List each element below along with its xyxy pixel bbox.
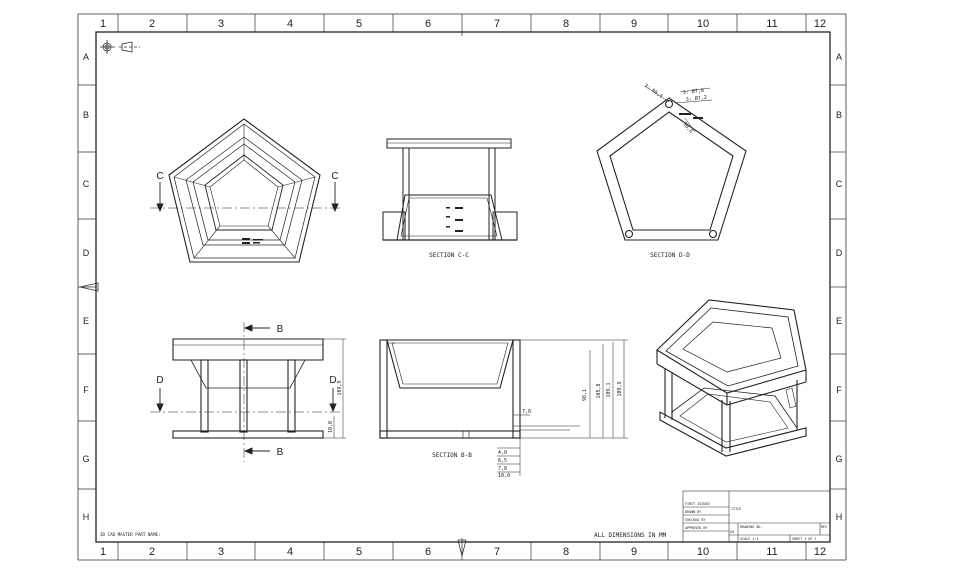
- row-label-g-right: G: [835, 454, 842, 464]
- col-label-5: 5: [356, 18, 362, 30]
- title-block: [682, 490, 831, 543]
- column-dividers: [78, 14, 846, 560]
- col-label-7-bottom: 7: [494, 546, 500, 558]
- row-label-e-right: E: [836, 316, 842, 326]
- tb-checked-by: CHECKED BY: [685, 518, 705, 522]
- column-labels-bottom: 1 2 3 4 5 6 7 8 9 10 11 12: [100, 546, 826, 558]
- dim-7-8: 7,8: [498, 466, 507, 472]
- row-label-b: B: [83, 110, 89, 120]
- tb-scale-label: SCALE 1:1: [740, 537, 758, 541]
- row-label-h: H: [83, 512, 90, 522]
- top-view: [150, 118, 342, 263]
- col-label-8: 8: [563, 18, 569, 30]
- col-label-1-bottom: 1: [100, 546, 106, 558]
- title-block-text: FIRST ISSUED DRAWN BY CHECKED BY APPROVE…: [685, 502, 827, 541]
- dim-r6-4: 3: R6,4: [643, 83, 664, 100]
- tb-first-issued: FIRST ISSUED: [685, 502, 710, 506]
- col-label-1: 1: [100, 18, 106, 30]
- section-cut-b-marks: [243, 324, 270, 455]
- dim-10-0-front: 10,0: [328, 421, 334, 433]
- section-cc-title: SECTION C-C: [429, 252, 469, 259]
- col-label-4: 4: [287, 18, 293, 30]
- tb-title-label: TITLE: [731, 507, 741, 511]
- label-glyphs-section-cc: [446, 207, 463, 232]
- section-bb-view: [379, 339, 628, 476]
- dim-6-5: 6,5: [498, 458, 507, 464]
- col-label-3-bottom: 3: [218, 546, 224, 558]
- outer-frame: [77, 13, 847, 561]
- cut-label-b-top: B: [277, 324, 284, 335]
- centering-mark-bottom: [457, 539, 467, 557]
- tb-approved-by: APPROVED BY: [685, 526, 707, 530]
- col-label-4-bottom: 4: [287, 546, 293, 558]
- front-view: [150, 322, 346, 462]
- row-label-f: F: [83, 385, 89, 395]
- row-label-c-right: C: [836, 179, 843, 189]
- row-labels-left: A B C D E F G H: [82, 52, 89, 522]
- col-label-6: 6: [425, 18, 431, 30]
- col-label-9-bottom: 9: [631, 546, 637, 558]
- row-label-a: A: [83, 52, 89, 62]
- col-label-6-bottom: 6: [425, 546, 431, 558]
- tb-sheet-label: SHEET 1 OF 1: [792, 537, 817, 541]
- row-label-c: C: [83, 179, 90, 189]
- col-label-7: 7: [494, 18, 500, 30]
- projection-symbol-icon: [100, 40, 140, 54]
- dim-dia-7-0: 3: Ø7,0: [682, 87, 704, 96]
- centering-mark-left: [79, 282, 99, 292]
- column-labels-top: 1 2 3 4 5 6 7 8 9 10 11 12: [100, 18, 826, 30]
- dim-109-9-front: 109,9: [337, 380, 343, 395]
- col-label-8-bottom: 8: [563, 546, 569, 558]
- row-label-b-right: B: [836, 110, 842, 120]
- row-labels-right: A B C D E F G H: [835, 52, 842, 522]
- section-cc-view: [382, 138, 518, 241]
- cut-label-b-bottom: B: [277, 447, 284, 458]
- col-label-11-bottom: 11: [766, 546, 777, 558]
- col-label-9: 9: [631, 18, 637, 30]
- cut-label-c-right: C: [331, 171, 338, 182]
- col-label-12: 12: [814, 18, 826, 30]
- part-name-label: 3D CAD MASTER PART NAME:: [100, 532, 161, 537]
- col-label-10: 10: [697, 18, 709, 30]
- dim-dia-7-2: 3: Ø7,2: [685, 94, 707, 103]
- dim-4-0: 4,0: [498, 450, 507, 456]
- col-label-5-bottom: 5: [356, 546, 362, 558]
- tb-rev-label: REV: [821, 525, 827, 529]
- row-label-g: G: [82, 454, 89, 464]
- isometric-view: [656, 299, 807, 457]
- col-label-11: 11: [766, 18, 777, 30]
- dim-109-9-section: 109,9: [617, 381, 623, 396]
- tb-drawing-no-label: DRAWING NO.: [740, 525, 762, 529]
- row-label-f-right: F: [836, 385, 842, 395]
- dim-109-1: 109,1: [606, 382, 612, 397]
- col-label-2: 2: [149, 18, 155, 30]
- section-dd-title: SECTION D-D: [650, 252, 690, 259]
- row-label-e: E: [83, 316, 89, 326]
- col-label-2-bottom: 2: [149, 546, 155, 558]
- label-glyphs-top: [242, 238, 263, 244]
- section-dd-view: [596, 85, 747, 241]
- dim-105-8: 105,8: [596, 383, 602, 398]
- row-label-d-right: D: [836, 248, 843, 258]
- col-label-12-bottom: 12: [814, 546, 826, 558]
- col-label-10-bottom: 10: [697, 546, 709, 558]
- tb-drawn-by: DRAWN BY: [685, 510, 701, 514]
- row-label-h-right: H: [836, 512, 843, 522]
- cut-label-d-right: D: [329, 375, 336, 386]
- col-label-3: 3: [218, 18, 224, 30]
- units-note: ALL DIMENSIONS IN MM: [594, 532, 667, 539]
- tb-size-label: A3: [730, 530, 734, 534]
- section-bb-title: SECTION B-B: [432, 452, 472, 459]
- row-label-a-right: A: [836, 52, 842, 62]
- cut-label-d-left: D: [156, 375, 163, 386]
- section-cut-d-marks: [156, 388, 337, 413]
- dim-10-0-section: 10,0: [498, 473, 510, 479]
- row-label-d: D: [83, 248, 90, 258]
- dim-7-0: 7,0: [522, 409, 531, 415]
- dim-98-1: 98,1: [582, 389, 588, 401]
- cut-label-c-left: C: [156, 171, 163, 182]
- dim-50-6: 50,6: [681, 121, 693, 134]
- section-cut-c-marks: [156, 182, 339, 213]
